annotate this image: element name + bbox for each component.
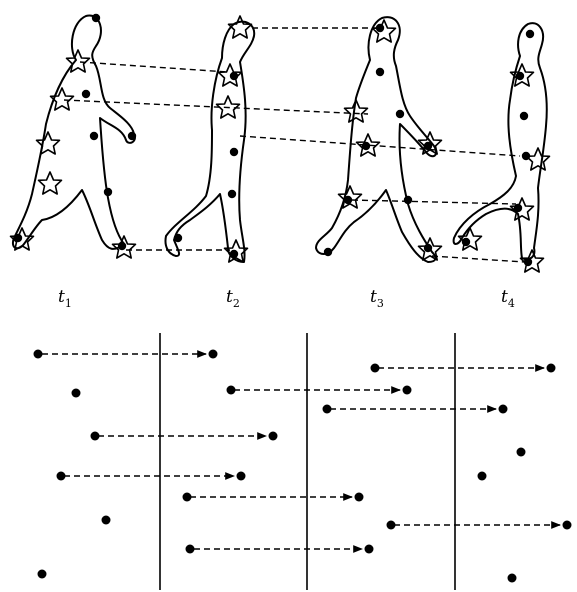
track-points — [33, 349, 572, 583]
track-point — [56, 471, 66, 481]
body-dot — [343, 195, 353, 205]
walker-t4 — [452, 22, 548, 261]
track-point — [354, 492, 364, 502]
track-point — [268, 431, 278, 441]
body-dot — [229, 249, 239, 259]
track-arrows — [42, 350, 561, 553]
track-point — [90, 431, 100, 441]
track-point — [498, 404, 508, 414]
track-point — [402, 385, 412, 395]
track-point — [364, 544, 374, 554]
track-point — [37, 569, 47, 579]
track-point — [546, 363, 556, 373]
star-marker — [343, 99, 369, 123]
time-label: t3 — [370, 287, 384, 310]
correspondence-line — [79, 61, 229, 73]
body-dot — [229, 147, 239, 157]
star-marker — [355, 133, 381, 157]
body-dot — [519, 111, 529, 121]
body-dot — [375, 23, 385, 33]
body-dot — [423, 141, 433, 151]
track-point — [322, 404, 332, 414]
track-point — [477, 471, 487, 481]
frame-dividers — [159, 333, 456, 590]
body-dot — [117, 241, 127, 251]
star-marker — [37, 171, 63, 195]
body-dot — [173, 233, 183, 243]
body-dot — [423, 243, 433, 253]
star-marker — [215, 95, 241, 119]
body-dot — [81, 89, 91, 99]
body-dot — [523, 257, 533, 267]
star-marker — [337, 185, 363, 209]
star-marker — [35, 131, 61, 155]
track-point — [33, 349, 43, 359]
body-dot — [103, 187, 113, 197]
walker-t1 — [12, 14, 136, 250]
time-label: t1 — [58, 287, 72, 310]
star-marker — [227, 15, 253, 39]
star-marker — [509, 63, 535, 87]
track-point — [101, 515, 111, 525]
body-dot — [513, 203, 523, 213]
body-dot — [395, 109, 405, 119]
track-point — [226, 385, 236, 395]
track-point — [507, 573, 517, 583]
time-label: t4 — [501, 287, 515, 310]
star-marker — [457, 227, 483, 251]
track-point — [386, 520, 396, 530]
body-dot — [91, 13, 101, 23]
track-point — [236, 471, 246, 481]
time-label: t2 — [226, 287, 240, 310]
track-point — [182, 492, 192, 502]
time-labels: t1 t2 t3 t4 — [58, 287, 515, 310]
body-dot — [229, 71, 239, 81]
body-dot — [13, 233, 23, 243]
body-dot — [227, 189, 237, 199]
body-dot — [515, 71, 525, 81]
star-marker — [417, 237, 443, 261]
track-point — [562, 520, 572, 530]
track-point — [71, 388, 81, 398]
body-dot — [127, 131, 137, 141]
track-point — [185, 544, 195, 554]
body-dot — [403, 195, 413, 205]
star-marker — [49, 87, 75, 111]
star-marker — [223, 239, 249, 263]
body-dot — [375, 67, 385, 77]
star-marker — [519, 249, 545, 273]
correspondence-line — [431, 255, 525, 263]
correspondence-line — [351, 199, 517, 205]
star-marker — [9, 227, 35, 251]
star-marker — [509, 197, 535, 221]
correspondence-lines — [63, 27, 525, 263]
track-point — [370, 363, 380, 373]
track-point — [516, 447, 526, 457]
walker-t3 — [315, 16, 438, 263]
body-dot — [323, 247, 333, 257]
star-marker — [65, 49, 91, 73]
body-dot — [89, 131, 99, 141]
star-marker — [111, 235, 137, 259]
body-dot — [361, 141, 371, 151]
correspondence-line — [239, 135, 521, 157]
walker-t2 — [164, 20, 256, 263]
body-dot — [521, 151, 531, 161]
body-dots — [13, 13, 535, 267]
track-point — [208, 349, 218, 359]
body-dot — [525, 29, 535, 39]
correspondence-line — [63, 99, 369, 115]
body-dot — [461, 237, 471, 247]
star-marker — [525, 147, 551, 171]
